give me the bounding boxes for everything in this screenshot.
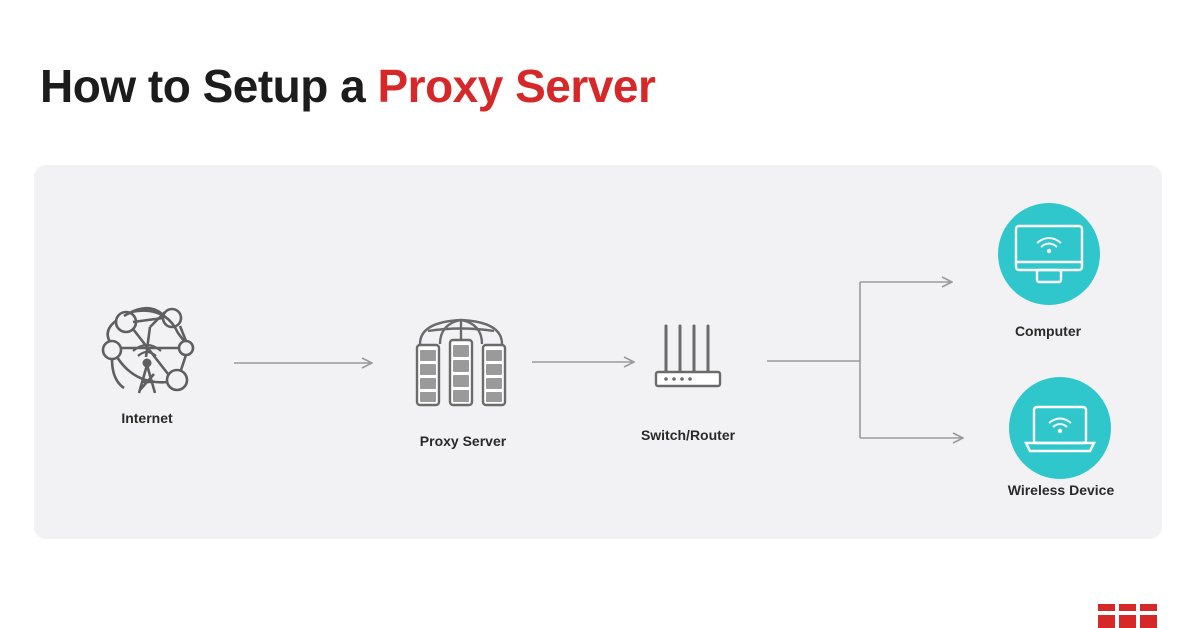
diagram-panel (34, 165, 1162, 539)
node-label-computer: Computer (1014, 323, 1082, 339)
router-icon (654, 324, 722, 388)
split-connector (767, 282, 861, 438)
node-label-wireless-device: Wireless Device (1007, 482, 1115, 498)
node-label-proxy-server: Proxy Server (419, 433, 507, 449)
node-label-internet: Internet (121, 410, 173, 426)
node-label-switch-router: Switch/Router (640, 427, 736, 443)
laptop-wifi-icon (1009, 377, 1111, 479)
desktop-wifi-icon (998, 203, 1100, 305)
brand-logo (1098, 604, 1157, 628)
network-globe-icon (101, 306, 195, 394)
server-rack-icon (415, 318, 507, 407)
page-title: How to Setup a Proxy Server (40, 59, 656, 113)
title-prefix: How to Setup a (40, 59, 378, 112)
title-highlight: Proxy Server (377, 59, 656, 112)
